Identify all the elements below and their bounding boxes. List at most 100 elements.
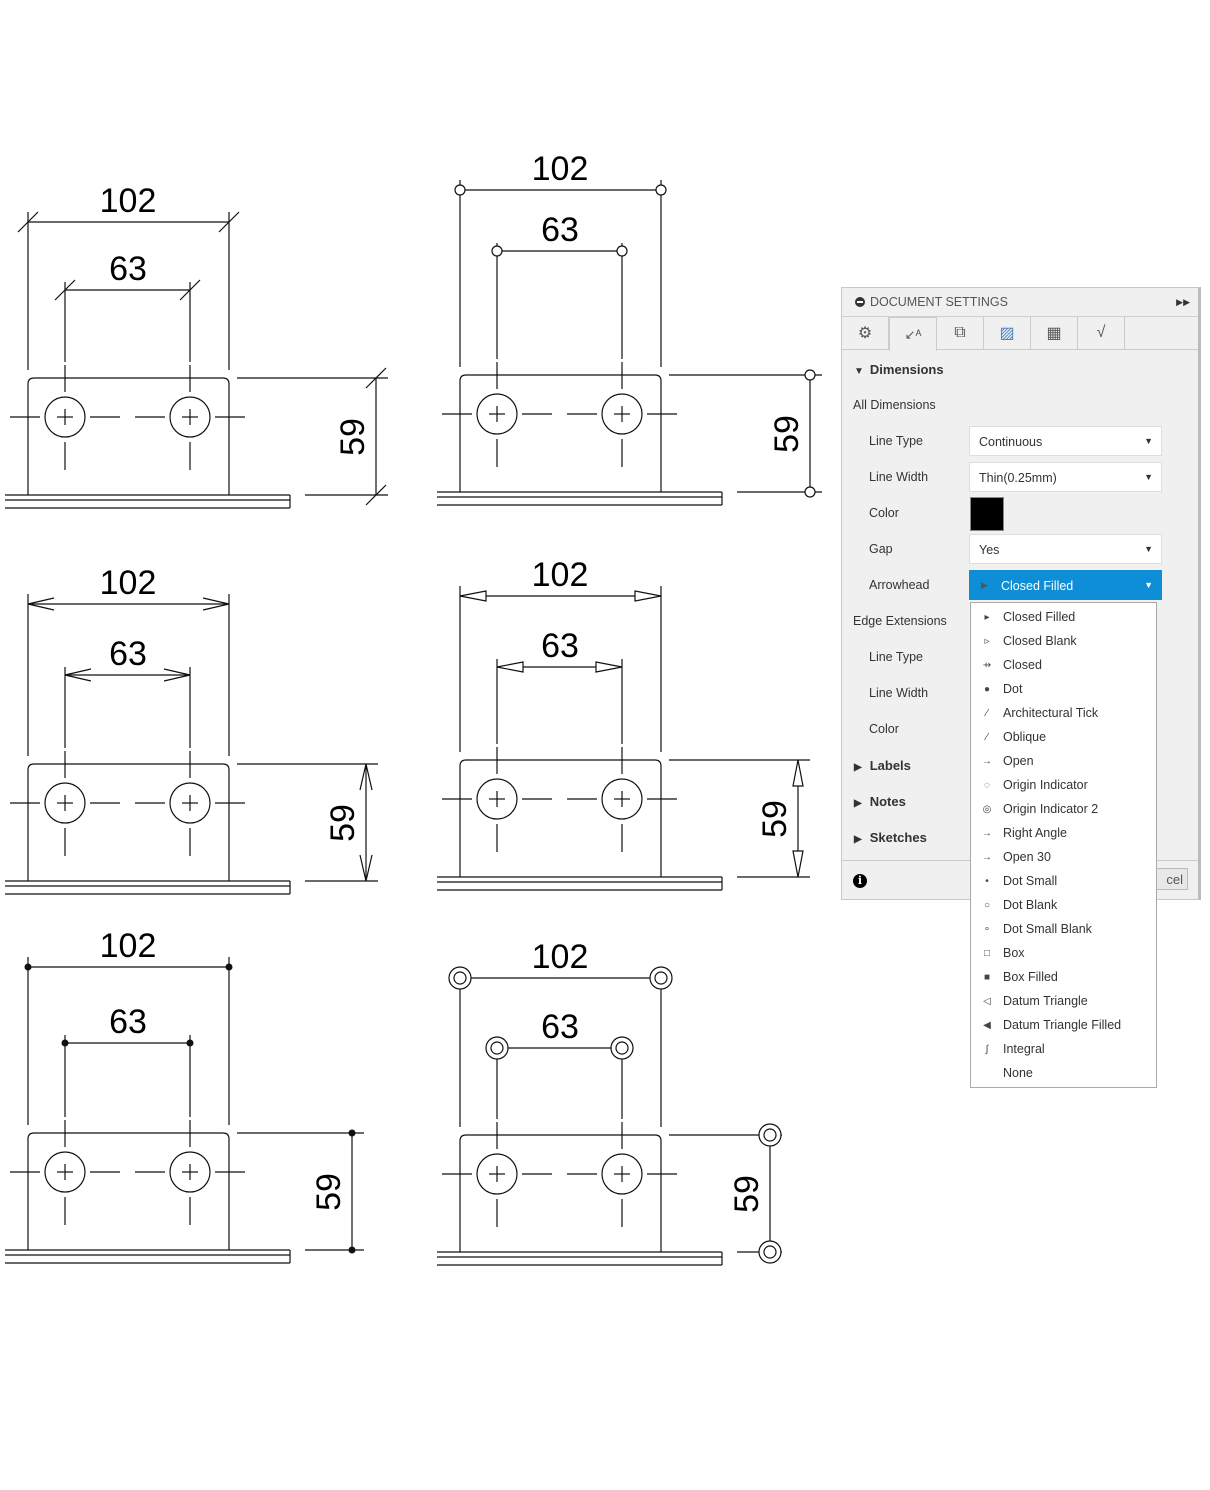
ee-line-width-label: Line Width [869,686,929,700]
arrowhead-option[interactable]: ∘ Dot Small Blank [971,917,1156,941]
arrowhead-style-icon: → [982,827,992,839]
arrowhead-option[interactable]: ●Dot [971,677,1156,701]
arrowhead-option[interactable]: None [971,1061,1156,1085]
tab-symbols[interactable]: √ [1078,317,1125,349]
arrowhead-style-icon: ◀ [983,1019,991,1031]
arrowhead-option[interactable]: ◌Origin Indicator [971,773,1156,797]
option-label: Architectural Tick [1003,706,1099,720]
line-width-select[interactable]: Thin(0.25mm) ▼ [969,462,1162,492]
arrowhead-option[interactable]: •Dot Small [971,869,1156,893]
dimension-height-label: 59 [334,418,372,456]
arrowhead-option[interactable]: □Box [971,941,1156,965]
hole-circle [44,1151,86,1193]
line-type-select[interactable]: Continuous▼ [969,426,1162,456]
arrowhead-style-icon: ○ [983,899,991,911]
hole-circle [169,396,211,438]
tab-dimensions[interactable]: ↙ᴬ [889,317,937,351]
oblique-tick-mark [17,211,39,233]
oblique-tick-mark [365,367,387,389]
dimension-holes-label: 63 [109,635,147,673]
caret-right-icon: ▶ [854,762,862,773]
arrowhead-option[interactable]: ∫Integral [971,1037,1156,1061]
select-value: Thin(0.25mm) [979,471,1057,485]
dimension-height-label: 59 [310,1173,348,1211]
arrowhead-option[interactable]: ▸Closed Filled [971,605,1156,629]
dimensions-section[interactable]: ▼Dimensions [854,362,944,377]
open-arrow-mark [359,763,367,791]
arrowhead-label: Arrowhead [869,578,930,592]
dimension-width-label: 102 [532,150,589,188]
origin-indicator-mark [454,184,466,196]
hole-circle [476,778,518,820]
hole-circle [601,778,643,820]
info-icon[interactable]: i [853,874,867,888]
dimension-width-label: 102 [100,564,157,602]
arrowhead-option[interactable]: ◁ Datum Triangle [971,989,1156,1013]
part-outline [27,377,230,495]
option-label: Datum Triangle [1003,994,1088,1008]
arrowhead-option[interactable]: ⇸Closed [971,653,1156,677]
fast-forward-icon[interactable]: ▶▶ [1176,296,1190,307]
notes-section[interactable]: ▶Notes [854,794,906,809]
arrowhead-option[interactable]: ⁄Architectural Tick [971,701,1156,725]
dimension-height-label: 59 [728,1175,766,1213]
tab-tables[interactable]: ▦ [1031,317,1078,349]
open-arrow-mark [359,854,367,882]
oblique-tick-mark [218,211,240,233]
arrowhead-style-icon: ◁ [983,995,991,1007]
arrowhead-style-icon: ■ [983,971,991,983]
arrowhead-style-icon: ∘ [983,923,991,935]
arrowhead-style-icon: □ [983,947,991,959]
dimension-height-label: 59 [756,800,794,838]
arrowhead-option[interactable]: →Open 30 [971,845,1156,869]
arrowhead-option[interactable]: ⁄Oblique [971,725,1156,749]
color-swatch[interactable] [970,497,1004,531]
option-label: Datum Triangle Filled [1003,1018,1122,1032]
arrowhead-option[interactable]: ○Dot Blank [971,893,1156,917]
arrowhead-option[interactable]: ◀ Datum Triangle Filled [971,1013,1156,1037]
oblique-tick-mark [365,484,387,506]
tab-settings[interactable]: ⚙ [842,317,889,349]
arrowhead-style-icon: ▸ [984,611,990,623]
dimension-icon: ↙ᴬ [904,326,922,342]
section-label: Dimensions [869,362,944,377]
arrowhead-option[interactable]: ■Box Filled [971,965,1156,989]
oblique-tick-mark [54,279,76,301]
tab-sheets[interactable]: ▨ [984,317,1031,349]
collapse-icon[interactable] [855,297,865,307]
tab-views[interactable]: ⧉ [937,317,984,349]
arrowhead-option[interactable]: ◎Origin Indicator 2 [971,797,1156,821]
section-label: Labels [869,758,911,773]
sketches-section[interactable]: ▶Sketches [854,830,927,845]
arrowhead-option[interactable]: ▹Closed Blank [971,629,1156,653]
dimension-holes-label: 63 [541,627,579,665]
part-outline [459,759,662,877]
option-label: Dot Small Blank [1003,922,1092,936]
arrowhead-select[interactable]: ▶Closed Filled▼ [969,570,1162,600]
arrowhead-style-icon: ◎ [982,803,992,815]
gear-icon: ⚙ [857,325,873,342]
gap-select[interactable]: Yes▼ [969,534,1162,564]
table-icon: ▦ [1046,325,1062,342]
closed-blank-arrow-mark [792,759,804,787]
chevron-down-icon: ▼ [1144,472,1153,482]
origin-indicator-2-inner [490,1041,504,1055]
document-settings-panel: DOCUMENT SETTINGS▶▶ ⚙ ↙ᴬ ⧉ ▨ ▦ √ ▼Dimens… [841,287,1201,900]
ee-color-label: Color [869,722,899,736]
open-arrow-mark [163,674,191,682]
chevron-down-icon: ▼ [1144,436,1153,446]
arrowhead-style-icon: → [982,851,992,863]
open-arrow-mark [163,668,191,676]
arrowhead-option[interactable]: →Right Angle [971,821,1156,845]
arrowhead-option[interactable]: →Open [971,749,1156,773]
chevron-down-icon: ▼ [1144,580,1153,590]
select-value: Closed Filled [1001,579,1074,593]
arrowhead-dropdown-list: ▸Closed Filled▹Closed Blank⇸Closed●Dot⁄A… [970,602,1157,1088]
option-label: Integral [1003,1042,1045,1056]
closed-blank-arrow-mark [459,590,487,602]
labels-section[interactable]: ▶ Labels [854,758,911,773]
